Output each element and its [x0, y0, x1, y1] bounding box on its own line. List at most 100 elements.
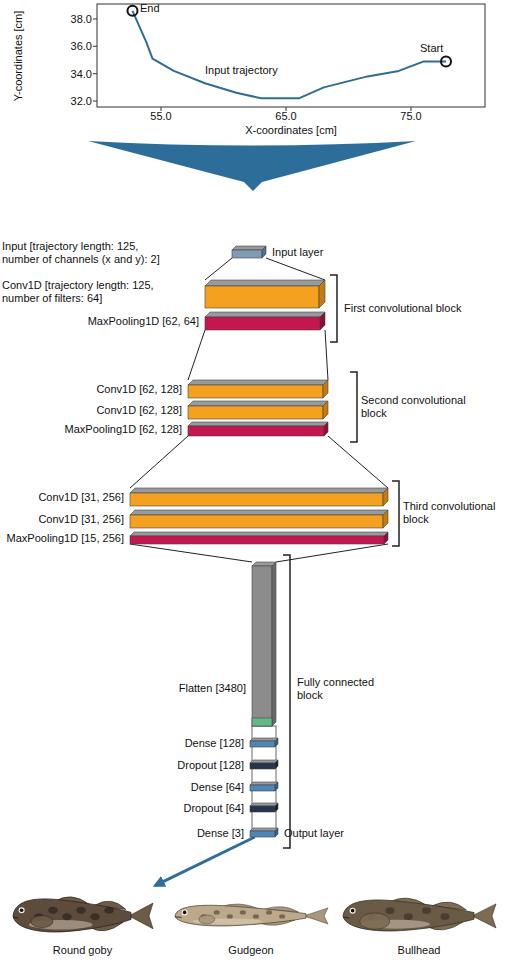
slab-front [252, 566, 272, 726]
tick-label: 36.0 [71, 40, 92, 53]
start-marker [441, 56, 451, 66]
fish-spot [227, 914, 233, 918]
fish-tail [472, 904, 496, 928]
layer-label: Conv1D [62, 128] [96, 383, 182, 396]
end-marker [128, 6, 138, 16]
fish-spot [48, 907, 58, 914]
layer-shape [250, 760, 278, 769]
layer-label: Conv1D [trajectory length: 125, number o… [2, 279, 172, 305]
slab-front [130, 493, 383, 506]
slab-side [262, 246, 266, 258]
slab-side [319, 280, 325, 308]
slab-front [250, 785, 275, 791]
slab-top [188, 380, 328, 385]
layer-label: Flatten [3480] [179, 682, 246, 695]
series-label: Input trajectory [205, 64, 278, 77]
layer-label: MaxPooling1D [62, 128] [65, 423, 182, 436]
layer-connector [188, 330, 328, 380]
slab-top [232, 246, 266, 250]
layer-shape [205, 312, 325, 330]
fish-mouth [13, 917, 19, 918]
layer-label: Dense [64] [191, 780, 244, 793]
layer-label: Dense [3] [197, 826, 244, 839]
species-name: Round goby [10, 944, 155, 957]
slab-side [324, 422, 328, 436]
layer-shape [188, 380, 328, 398]
fish-spot [104, 907, 114, 914]
layer-shape [205, 280, 325, 308]
layer-slab: Dense [3]Output layer [250, 828, 278, 837]
fish-pectoral-fin [360, 913, 390, 930]
layer-slab: Input [trajectory length: 125, number of… [232, 246, 266, 258]
layer-slab: Dense [64] [250, 782, 278, 791]
fish-spot [62, 913, 72, 920]
slab-front [250, 763, 275, 769]
fish-spot [76, 907, 86, 914]
tick-label: 75.0 [400, 110, 421, 123]
slab-top [188, 401, 328, 406]
axis-title: Y-coordinates [cm] [12, 11, 25, 102]
slab-front [205, 286, 319, 308]
fish-mouth [343, 917, 350, 918]
slab-front [250, 741, 275, 747]
fish-pectoral-fin [31, 915, 53, 927]
layer-label: Conv1D [62, 128] [96, 404, 182, 417]
fish-eye [19, 907, 25, 913]
layer-label: Conv1D [31, 256] [38, 513, 124, 526]
fish-illustration [10, 884, 155, 942]
slab-side [275, 782, 278, 791]
layer-shape [252, 562, 276, 726]
fish-eye [182, 909, 188, 915]
slab-side [384, 532, 388, 544]
fish-spot [214, 910, 220, 914]
tick-label: 34.0 [71, 67, 92, 80]
slab-side [323, 380, 328, 398]
layer-shape [130, 532, 388, 544]
fish-body [343, 900, 474, 931]
fish-pupil [183, 911, 187, 915]
slab-front [250, 831, 275, 837]
slab-side [323, 401, 328, 419]
layer-label: Output layer [284, 826, 344, 839]
slab-side [275, 738, 278, 747]
fish-spot [440, 913, 449, 920]
slab-side [320, 312, 325, 330]
layer-slab: Flatten [3480] [252, 562, 276, 726]
slab-side [275, 803, 278, 812]
layer-label: Dropout [128] [177, 758, 244, 771]
fish-tail [304, 908, 328, 924]
fish-mouth [175, 916, 182, 918]
slab-front [188, 406, 323, 419]
layer-label: Input [trajectory length: 125, number of… [2, 240, 167, 266]
group-bracket [283, 275, 399, 848]
layer-label: Conv1D [31, 256] [38, 491, 124, 504]
layer-label: Dropout [64] [183, 801, 244, 814]
fish-spot [279, 914, 285, 918]
layer-shape [130, 510, 388, 528]
fish-spot [385, 907, 394, 914]
slab-side [275, 760, 278, 769]
fish-illustration [172, 884, 330, 942]
slab-side [272, 562, 276, 726]
layer-connector [130, 436, 388, 488]
slab-side [383, 510, 388, 528]
slab-top [205, 280, 325, 286]
fish-illustration [340, 884, 498, 942]
species-name: Bullhead [340, 944, 498, 957]
fish-pectoral-fin [199, 915, 215, 924]
layer-slab: Conv1D [62, 128] [188, 401, 328, 419]
group-label: Second convolutional block [361, 394, 471, 420]
fish-eye [350, 908, 356, 914]
slab-front [205, 317, 320, 330]
slab-top [250, 782, 278, 785]
layer-label: Dense [128] [185, 736, 244, 749]
layer-connector [205, 258, 325, 280]
slab-top [188, 422, 328, 426]
tick-label: 55.0 [150, 110, 171, 123]
fish-spot [266, 910, 272, 914]
slab-front [130, 515, 383, 528]
layer-shape [130, 488, 388, 506]
slab-side [275, 828, 278, 837]
fish-spot [240, 910, 246, 914]
